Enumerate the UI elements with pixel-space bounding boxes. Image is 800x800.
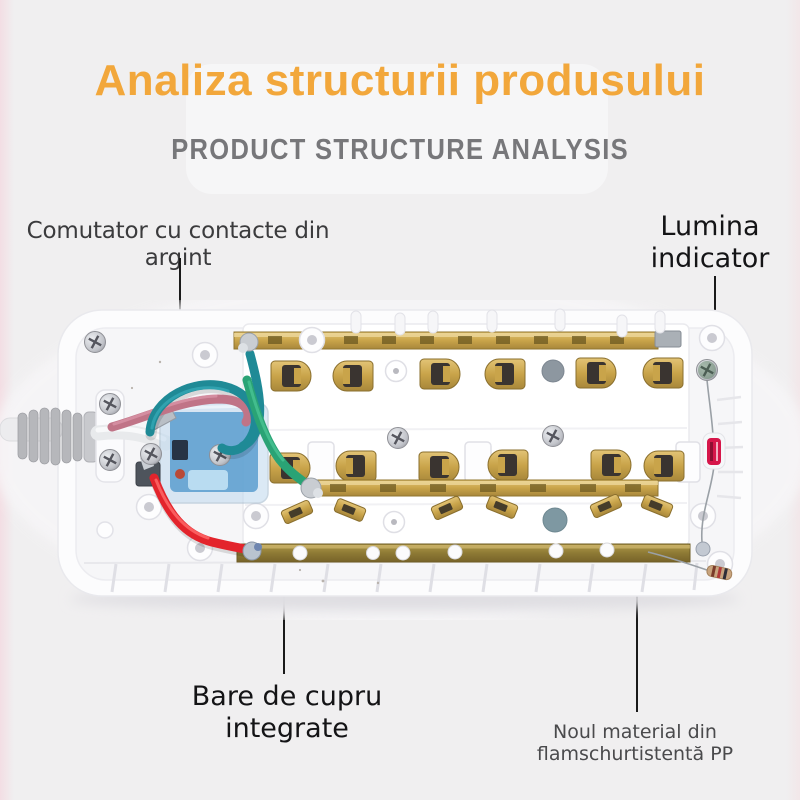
annotation-material-line2: flamschurtistentă PP xyxy=(536,743,734,766)
annotation-copper: Bare de cupru integrate xyxy=(191,681,383,744)
copper-bus-bar-middle xyxy=(304,479,659,497)
page-title: Analiza structurii produsului xyxy=(94,56,706,105)
wire-pink xyxy=(107,394,253,432)
socket-contacts-middle xyxy=(269,424,701,484)
annotation-material-line1: Noul material din xyxy=(553,721,717,743)
copper-bus-bar-bottom xyxy=(236,542,691,563)
bus-bar-clip xyxy=(654,330,682,348)
socket-hole xyxy=(541,359,565,383)
indicator-led xyxy=(702,432,726,470)
solder-joints xyxy=(238,332,711,561)
switch-contact-dot xyxy=(175,469,185,479)
annotation-indicator: Lumina indicator xyxy=(620,211,800,275)
page-subtitle-text: PRODUCT STRUCTURE ANALYSIS xyxy=(171,134,629,166)
leader-line-material xyxy=(636,593,638,712)
product-photo xyxy=(0,300,800,620)
indicator-leads xyxy=(647,379,715,572)
screw xyxy=(695,358,719,382)
wire-red xyxy=(149,473,255,555)
resistor xyxy=(706,565,733,581)
screw xyxy=(541,424,565,448)
annotation-indicator-line2: indicator xyxy=(650,242,770,274)
screw xyxy=(83,330,107,354)
annotation-material: Noul material din flamschurtistentă PP xyxy=(505,721,765,766)
wires xyxy=(107,349,314,558)
title-backdrop xyxy=(186,64,608,194)
socket-contacts-top xyxy=(270,357,684,392)
dust-specks xyxy=(130,360,380,585)
screw xyxy=(98,448,122,472)
screw xyxy=(386,426,410,450)
cable-gland xyxy=(0,407,99,466)
page-subtitle: PRODUCT STRUCTURE ANALYSIS xyxy=(0,134,800,167)
annotation-switch: Comutator cu contacte din argint xyxy=(26,218,330,272)
socket-contacts-bottom xyxy=(279,493,675,534)
screw xyxy=(98,392,122,416)
wire-teal-lead xyxy=(238,349,265,451)
socket-hole xyxy=(542,507,568,533)
annotation-indicator-line1: Lumina xyxy=(660,211,760,242)
screw-posts xyxy=(96,324,734,578)
bottom-ribs xyxy=(110,562,699,593)
screw xyxy=(139,442,163,466)
